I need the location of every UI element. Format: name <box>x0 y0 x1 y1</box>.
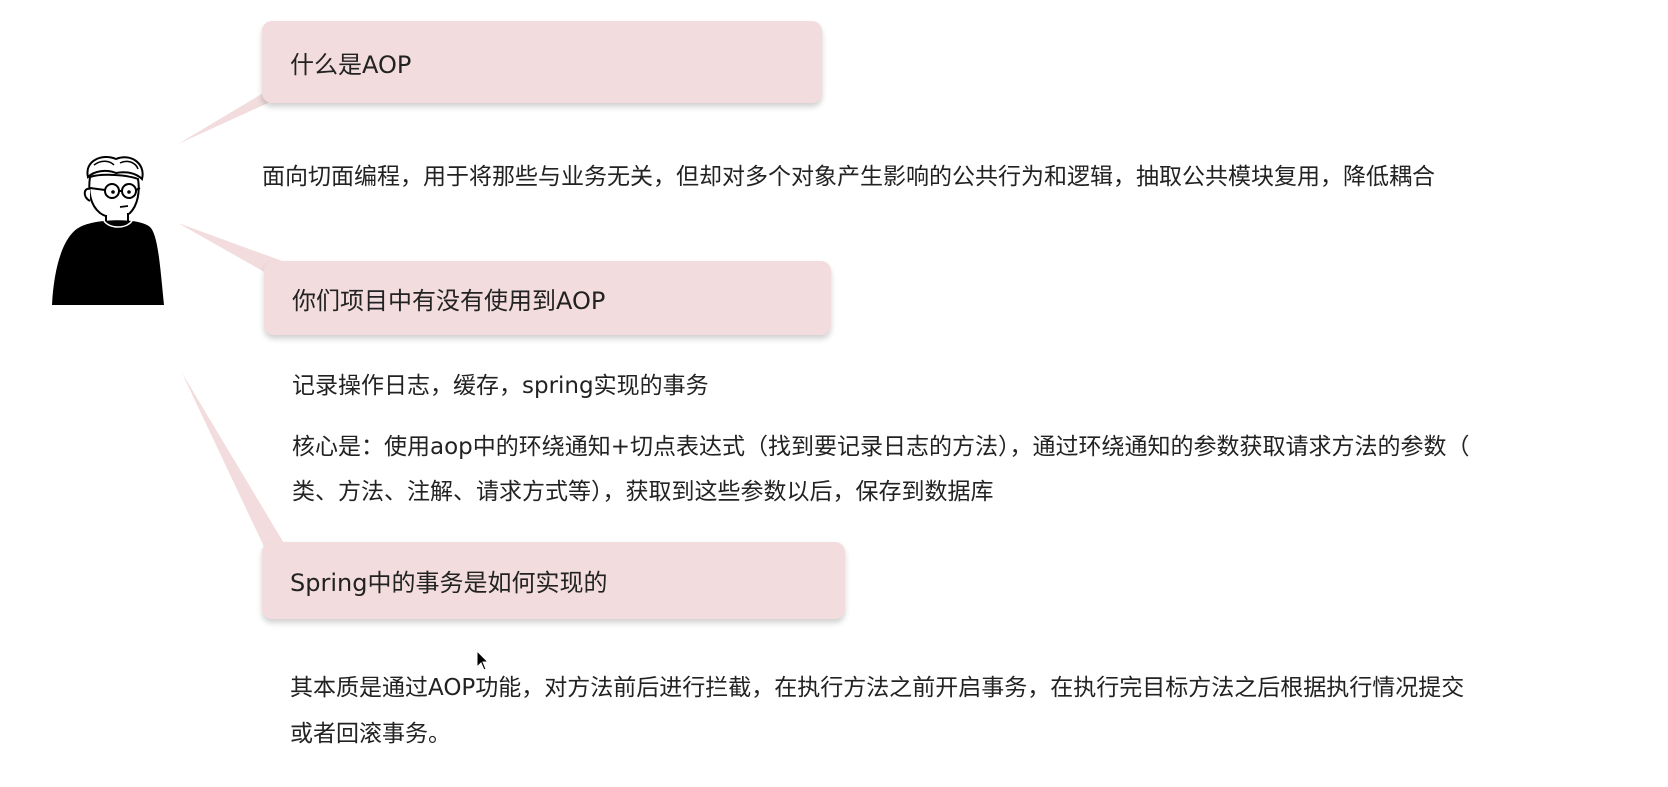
bubble-tail-3 <box>182 373 285 555</box>
question-bubble-spring-transaction: Spring中的事务是如何实现的 <box>262 542 845 619</box>
answer-line: 类、方法、注解、请求方式等），获取到这些参数以后，保存到数据库 <box>292 479 994 505</box>
question-title: 什么是AOP <box>290 50 412 79</box>
answer-line: 或者回滚事务。 <box>290 721 451 747</box>
answer-spring-transaction: 其本质是通过AOP功能，对方法前后进行拦截，在执行方法之前开启事务，在执行完目标… <box>290 665 1464 757</box>
question-bubble-aop-in-project: 你们项目中有没有使用到AOP <box>264 261 831 335</box>
mouse-pointer-icon <box>476 650 490 671</box>
question-title: Spring中的事务是如何实现的 <box>290 569 608 597</box>
answer-line: 其本质是通过AOP功能，对方法前后进行拦截，在执行方法之前开启事务，在执行完目标… <box>290 675 1465 701</box>
answer-aop-in-project-line1: 记录操作日志，缓存，spring实现的事务 <box>292 373 709 399</box>
bubble-tail-1 <box>178 86 275 144</box>
person-with-glasses-icon <box>52 156 164 305</box>
answer-what-is-aop: 面向切面编程，用于将那些与业务无关，但却对多个对象产生影响的公共行为和逻辑，抽取… <box>262 164 1435 190</box>
answer-line: 核心是：使用aop中的环绕通知+切点表达式（找到要记录日志的方法），通过环绕通知… <box>292 434 1470 460</box>
bubble-tail-2 <box>178 223 285 274</box>
question-title: 你们项目中有没有使用到AOP <box>292 286 606 315</box>
answer-aop-in-project-core: 核心是：使用aop中的环绕通知+切点表达式（找到要记录日志的方法），通过环绕通知… <box>292 425 1470 515</box>
question-bubble-what-is-aop: 什么是AOP <box>262 21 822 103</box>
